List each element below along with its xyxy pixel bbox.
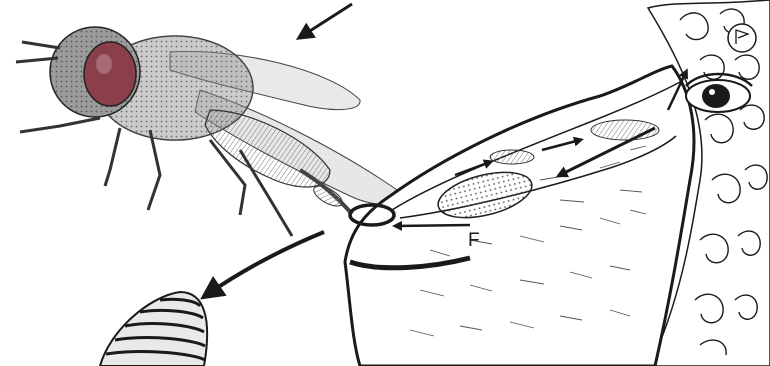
sheep-eye	[686, 74, 752, 112]
fly-antenna	[16, 42, 60, 62]
larva-small-1	[490, 150, 534, 164]
pupa	[100, 292, 207, 366]
nasal-marker-label: F	[468, 230, 480, 251]
adult-fly	[16, 27, 400, 236]
sheep-face-outline	[345, 66, 694, 366]
fly-compound-eye	[84, 42, 136, 106]
arrow-to-fly	[302, 4, 352, 36]
ear-tag-icon	[728, 24, 756, 52]
arrow-expelled	[396, 225, 470, 226]
arrow-to-pupa	[208, 232, 324, 294]
